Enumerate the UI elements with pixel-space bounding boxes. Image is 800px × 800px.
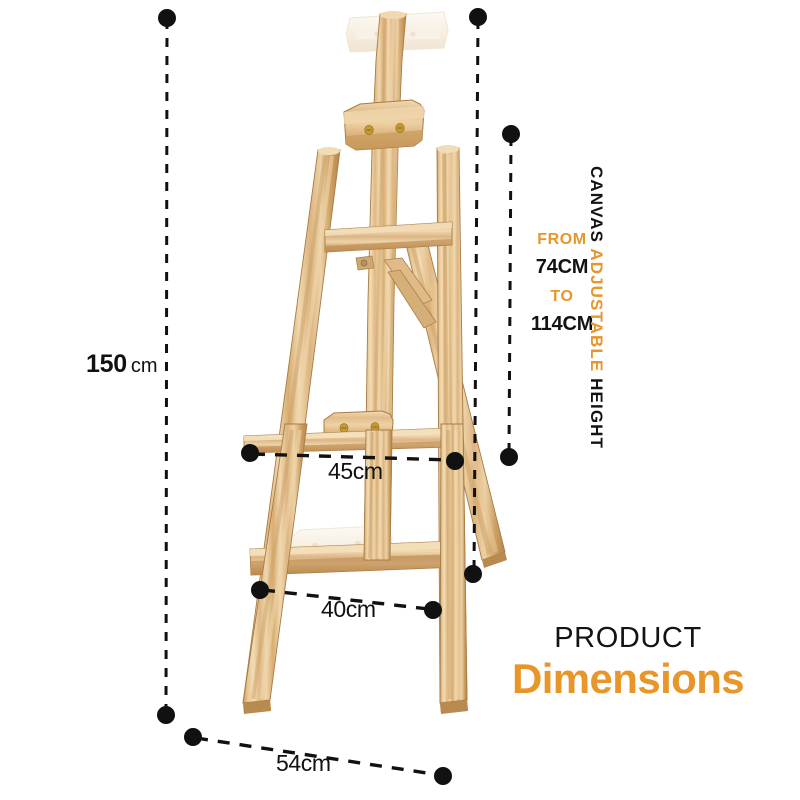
adjustable-to-label: TO (550, 288, 574, 305)
shelf-width-dimension-line (241, 444, 464, 470)
easel-lower-crossbar (249, 540, 462, 576)
adjustable-to-value: 114CM (530, 313, 594, 335)
lower-bar-width-label: 40cm (321, 596, 376, 622)
hinge-pin-icon (360, 259, 368, 267)
dimension-lines-layer (157, 8, 520, 785)
easel-upper-crossbar (324, 221, 453, 253)
shelf-width-label: 45cm (328, 458, 383, 484)
lower-bar-width-dimension-line (251, 581, 442, 619)
headline-dimensions: Dimensions (511, 655, 745, 702)
easel-left-front-leg-foreground (242, 423, 308, 714)
adjustable-from-label: FROM (537, 231, 587, 248)
base-width-label: 54cm (276, 750, 331, 776)
total-height-value: 150 (86, 350, 127, 378)
total-height-dimension-line (157, 9, 176, 724)
headline-block: PRODUCT Dimensions (498, 624, 758, 701)
easel-illustration (242, 11, 507, 714)
caption-adjustable: ADJUSTABLE (587, 248, 606, 373)
canvas-adjustable-height-caption: CANVAS ADJUSTABLE HEIGHT (587, 166, 616, 466)
caption-canvas: CANVAS (587, 166, 606, 249)
canvas-adjustable-height-line (464, 8, 487, 583)
canvas-height-secondary-line (500, 125, 520, 466)
easel-hinge-mechanism (355, 255, 437, 329)
adjustable-from-value: 74CM (535, 256, 589, 278)
caption-height: HEIGHT (587, 372, 606, 450)
base-width-dimension-line (184, 728, 452, 785)
easel-center-mast-lower (363, 429, 393, 561)
canvas-tray-shelf (243, 410, 453, 454)
headline-product: PRODUCT (554, 622, 702, 654)
canvas-holder-bracket (343, 99, 425, 151)
adjustable-height-values: FROM 74CM TO 114CM (525, 231, 599, 335)
easel-right-front-leg-foreground (439, 423, 468, 714)
total-height-unit: cm (130, 355, 158, 377)
